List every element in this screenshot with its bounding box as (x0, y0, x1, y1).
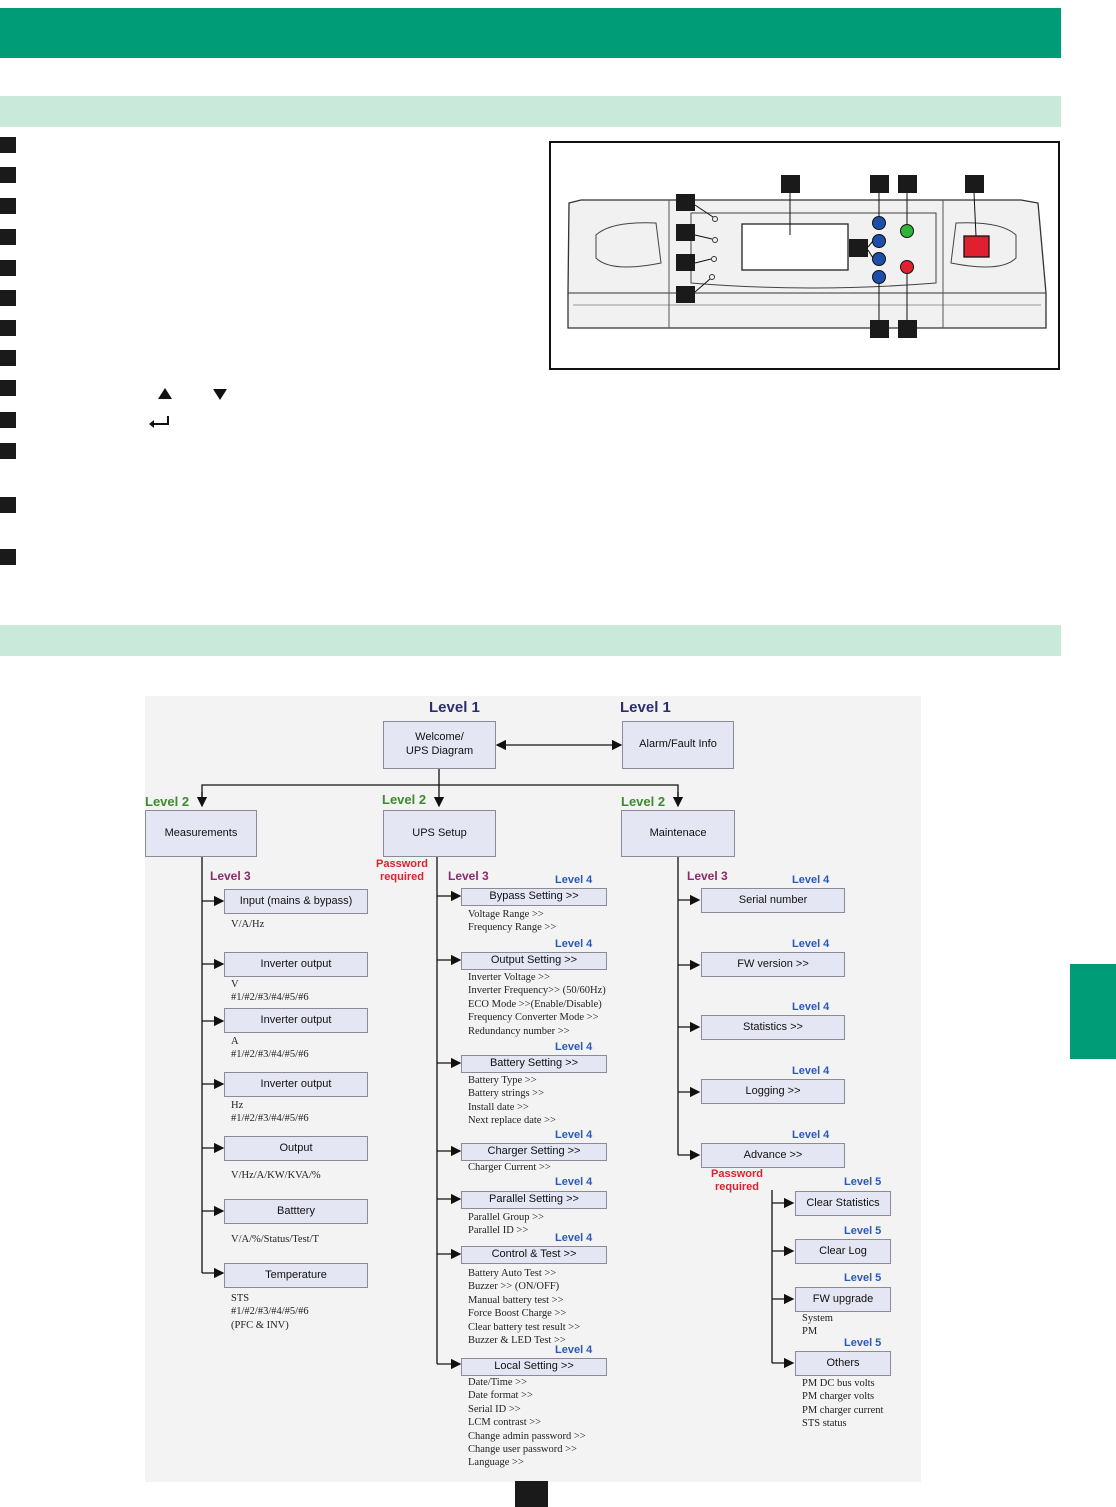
meas-item: Inverter output (224, 1072, 368, 1097)
level4-label: Level 4 (792, 1129, 830, 1141)
up-arrow-icon (158, 388, 172, 399)
meas-item-details: Hz#1/#2/#3/#4/#5/#6 (231, 1100, 309, 1125)
level4-label: Level 4 (792, 1001, 830, 1013)
meas-item-details: A#1/#2/#3/#4/#5/#6 (231, 1036, 309, 1061)
setup-item: Charger Setting >> (461, 1143, 607, 1161)
level5-label: Level 5 (844, 1272, 882, 1284)
level2-label: Level 2 (382, 792, 427, 807)
meas-item-details: V/A/Hz (231, 919, 265, 930)
level3-label: Level 3 (448, 869, 489, 883)
advance-item: Clear Statistics (795, 1191, 891, 1216)
legend-marker (0, 260, 16, 276)
menu-tree-diagram: Level 1 Level 1 Welcome/ UPS Diagram Ala… (145, 696, 921, 1482)
diagram-connectors (196, 739, 795, 1370)
advance-item: Clear Log (795, 1239, 891, 1264)
enter-icon (149, 416, 169, 428)
header-bar (0, 8, 1061, 58)
section-bar-menu-tree (0, 625, 1061, 656)
alarm-node: Alarm/Fault Info (622, 721, 734, 769)
level1-label: Level 1 (620, 699, 671, 716)
level4-label: Level 4 (555, 1129, 593, 1141)
meas-item: Temperature (224, 1263, 368, 1288)
legend-marker (0, 380, 16, 396)
password-required-note: Password required (376, 858, 428, 884)
maint-item: FW version >> (701, 952, 845, 977)
meas-item: Batttery (224, 1199, 368, 1224)
legend-marker (0, 549, 16, 565)
level4-label: Level 4 (792, 874, 830, 886)
setup-item: Output Setting >> (461, 952, 607, 970)
setup-item: Bypass Setting >> (461, 888, 607, 906)
meas-item: Input (mains & bypass) (224, 889, 368, 914)
setup-item-details: Voltage Range >>Frequency Range >> (468, 909, 557, 934)
legend-marker (0, 198, 16, 214)
maint-item: Advance >> (701, 1143, 845, 1168)
page-number-box (515, 1481, 548, 1507)
setup-item-details: Charger Current >> (468, 1162, 551, 1173)
setup-item: Parallel Setting >> (461, 1191, 607, 1209)
measurements-node: Measurements (145, 810, 257, 857)
legend-marker (0, 290, 16, 306)
meas-item-details: V/Hz/A/KW/KVA/% (231, 1170, 321, 1181)
legend-marker (0, 320, 16, 336)
maint-item: Statistics >> (701, 1015, 845, 1040)
level3-label: Level 3 (687, 869, 728, 883)
password-required-note: Password required (711, 1168, 763, 1194)
setup-item-details: Inverter Voltage >>Inverter Frequency>> … (468, 972, 606, 1037)
ups-setup-node: UPS Setup (383, 810, 496, 857)
section-bar-control-panel (0, 96, 1061, 127)
setup-item: Local Setting >> (461, 1358, 607, 1376)
meas-item-details: STS#1/#2/#3/#4/#5/#6(PFC & INV) (231, 1293, 309, 1331)
level4-label: Level 4 (555, 874, 593, 886)
setup-item-details: Date/Time >>Date format >>Serial ID >>LC… (468, 1377, 586, 1469)
level2-label: Level 2 (621, 794, 666, 809)
meas-item-details: V/A/%/Status/Test/T (231, 1234, 319, 1245)
control-panel-figure (549, 141, 1060, 370)
level3-label: Level 3 (210, 869, 251, 883)
level4-label: Level 4 (555, 1176, 593, 1188)
setup-item-details: Battery Auto Test >>Buzzer >> (ON/OFF)Ma… (468, 1268, 581, 1346)
setup-item-details: Parallel Group >>Parallel ID >> (468, 1212, 544, 1237)
setup-item-details: Battery Type >>Battery strings >>Install… (468, 1075, 556, 1127)
maintenance-node: Maintenace (621, 810, 735, 857)
legend-marker (0, 497, 16, 513)
welcome-node: Welcome/ UPS Diagram (383, 721, 496, 769)
level4-label: Level 4 (555, 1344, 593, 1356)
maint-item: Logging >> (701, 1079, 845, 1104)
level5-label: Level 5 (844, 1176, 882, 1188)
legend-marker (0, 412, 16, 428)
level5-label: Level 5 (844, 1225, 882, 1237)
advance-item: Others (795, 1351, 891, 1376)
meas-item: Inverter output (224, 952, 368, 977)
level4-label: Level 4 (555, 1232, 593, 1244)
level4-label: Level 4 (555, 1041, 593, 1053)
maint-item: Serial number (701, 888, 845, 913)
legend-marker (0, 229, 16, 245)
level1-label: Level 1 (429, 699, 480, 716)
meas-item-details: V#1/#2/#3/#4/#5/#6 (231, 979, 309, 1004)
legend-marker (0, 443, 16, 459)
meas-item: Inverter output (224, 1008, 368, 1033)
meas-item: Output (224, 1136, 368, 1161)
legend-marker (0, 167, 16, 183)
legend-marker (0, 137, 16, 153)
setup-item: Battery Setting >> (461, 1055, 607, 1073)
setup-item: Control & Test >> (461, 1246, 607, 1264)
advance-item: FW upgrade (795, 1287, 891, 1312)
level5-label: Level 5 (844, 1337, 882, 1349)
level2-label: Level 2 (145, 794, 190, 809)
legend-marker (0, 350, 16, 366)
chapter-tab (1070, 964, 1116, 1059)
down-arrow-icon (213, 389, 227, 400)
ups-front-panel-drawing (567, 175, 1047, 338)
level4-label: Level 4 (792, 938, 830, 950)
level4-label: Level 4 (555, 938, 593, 950)
level4-label: Level 4 (792, 1065, 830, 1077)
